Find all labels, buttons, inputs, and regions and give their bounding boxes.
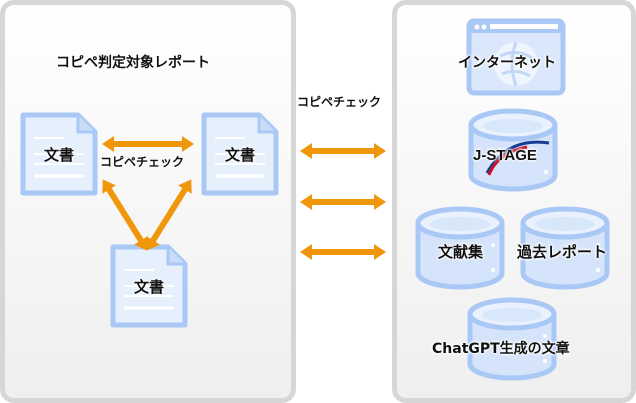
copy-paste-check-label: コピペチェック	[297, 95, 382, 109]
jstage-logo-label: J-STAGE	[473, 147, 537, 164]
database-icon	[468, 108, 558, 192]
target-reports-title: コピペ判定対象レポート	[56, 55, 210, 71]
document-icon: 文書	[110, 244, 188, 328]
browser-globe-icon	[466, 18, 566, 96]
target-reports-panel	[0, 0, 296, 403]
chatgpt-source: ChatGPT生成の文章	[432, 296, 570, 382]
internal-check-label: コピペチェック	[100, 155, 185, 169]
past-reports-source: 過去レポート	[517, 205, 611, 291]
check-arrow-1	[300, 143, 386, 159]
internet-source: インターネット	[458, 18, 566, 96]
document-label: 文書	[224, 146, 255, 164]
check-arrow-3	[300, 244, 386, 260]
database-icon	[467, 297, 557, 381]
chatgpt-label: ChatGPT生成の文章	[432, 341, 570, 357]
document-icon: 文書	[20, 112, 98, 196]
past-reports-label: 過去レポート	[517, 243, 608, 261]
double-arrow-diagonal-right	[146, 179, 192, 251]
database-icon	[415, 206, 505, 290]
database-icon	[520, 206, 610, 290]
document-label: 文書	[133, 278, 164, 296]
jstage-source: J-STAGE	[467, 107, 559, 193]
double-arrow-diagonal-left	[102, 179, 148, 251]
internet-label: インターネット	[458, 55, 556, 71]
document-label: 文書	[43, 146, 74, 164]
literature-label: 文献集	[438, 243, 484, 261]
literature-source: 文献集	[414, 205, 506, 291]
check-arrow-2	[300, 194, 386, 210]
document-icon: 文書	[201, 112, 279, 196]
double-arrow-horizontal	[102, 136, 194, 152]
